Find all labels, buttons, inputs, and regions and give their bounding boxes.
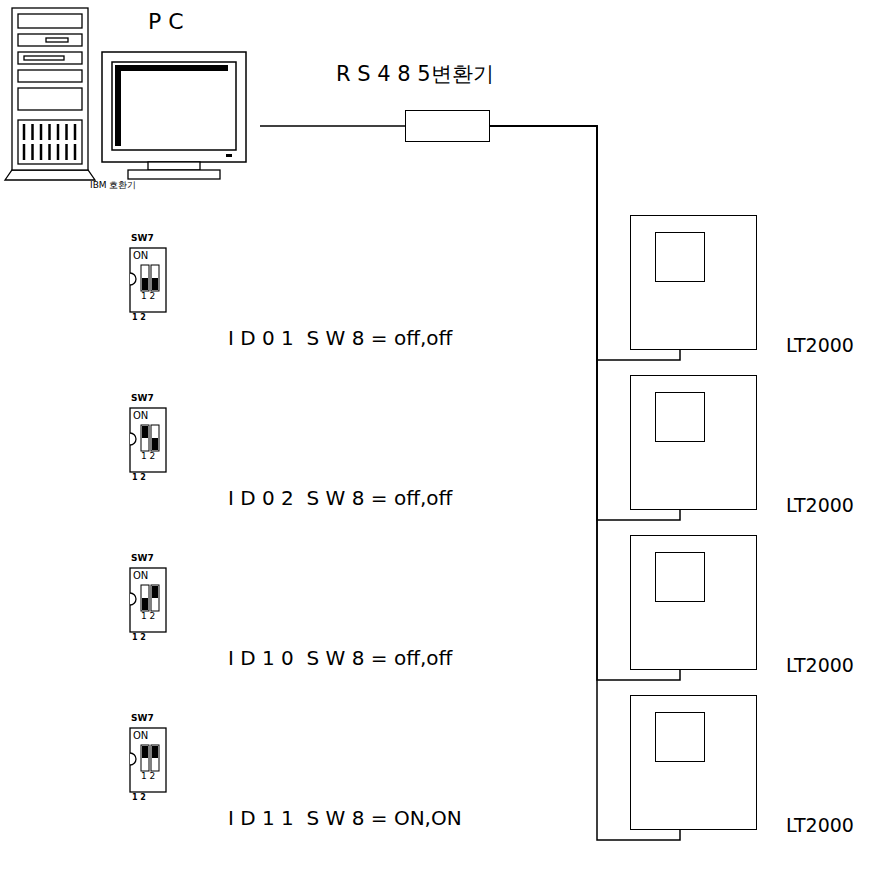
vent	[48, 144, 51, 160]
vent	[57, 124, 60, 140]
dip-switch	[130, 408, 166, 472]
vent	[74, 124, 77, 140]
display-window	[655, 552, 705, 602]
dip-switch	[130, 728, 166, 792]
vent	[40, 124, 43, 140]
node-label: P C	[148, 10, 184, 34]
switch-label: I D 1 0 S W 8 = off,off	[228, 647, 452, 669]
switch-label: 1 2	[141, 612, 155, 622]
switch-label: SW7	[131, 554, 154, 564]
switch-label: ON	[133, 570, 148, 581]
switch-label: 1 2	[132, 474, 146, 483]
node-label: LT2000	[786, 335, 854, 356]
vent	[65, 124, 68, 140]
pc-tower	[5, 8, 95, 180]
display-window	[655, 712, 705, 762]
switch-label: ON	[133, 410, 148, 421]
node-label: LT2000	[786, 655, 854, 676]
vent	[31, 144, 34, 160]
vent	[74, 144, 77, 160]
switch-label: 1 2	[141, 772, 155, 782]
switch-label: 1 2	[132, 634, 146, 643]
dip-switch	[130, 248, 166, 312]
rs485-converter: R S 4 8 5변환기	[405, 110, 490, 142]
vent	[23, 124, 26, 140]
node-label: LT2000	[786, 815, 854, 836]
switch-label: ON	[133, 250, 148, 261]
vent	[40, 144, 43, 160]
switch-label: ON	[133, 730, 148, 741]
switch-label: 1 2	[141, 292, 155, 302]
lt2000-unit: LT2000	[630, 375, 757, 510]
switch-label: 1 2	[132, 314, 146, 323]
pc-monitor: P C	[100, 50, 250, 182]
switch-label: I D 1 1 S W 8 = ON,ON	[228, 807, 462, 829]
monitor-outline	[100, 50, 250, 182]
node-label: R S 4 8 5변환기	[336, 63, 494, 86]
switch-label: 1 2	[141, 452, 155, 462]
switch-label: SW7	[131, 394, 154, 404]
vent	[31, 124, 34, 140]
switch-label: SW7	[131, 234, 154, 244]
lt2000-unit: LT2000	[630, 535, 757, 670]
vent	[57, 144, 60, 160]
vent	[48, 124, 51, 140]
switch-label: I D 0 1 S W 8 = off,off	[228, 327, 452, 349]
display-window	[655, 392, 705, 442]
switch-label: 1 2	[132, 794, 146, 803]
display-window	[655, 232, 705, 282]
computer-caption: IBM 호환기	[90, 181, 136, 191]
vent	[23, 144, 26, 160]
dip-switch	[130, 568, 166, 632]
wire	[260, 125, 405, 127]
switch-label: I D 0 2 S W 8 = off,off	[228, 487, 452, 509]
vent	[65, 144, 68, 160]
lt2000-unit: LT2000	[630, 695, 757, 830]
lt2000-unit: LT2000	[630, 215, 757, 350]
node-label: LT2000	[786, 495, 854, 516]
switch-label: SW7	[131, 714, 154, 724]
